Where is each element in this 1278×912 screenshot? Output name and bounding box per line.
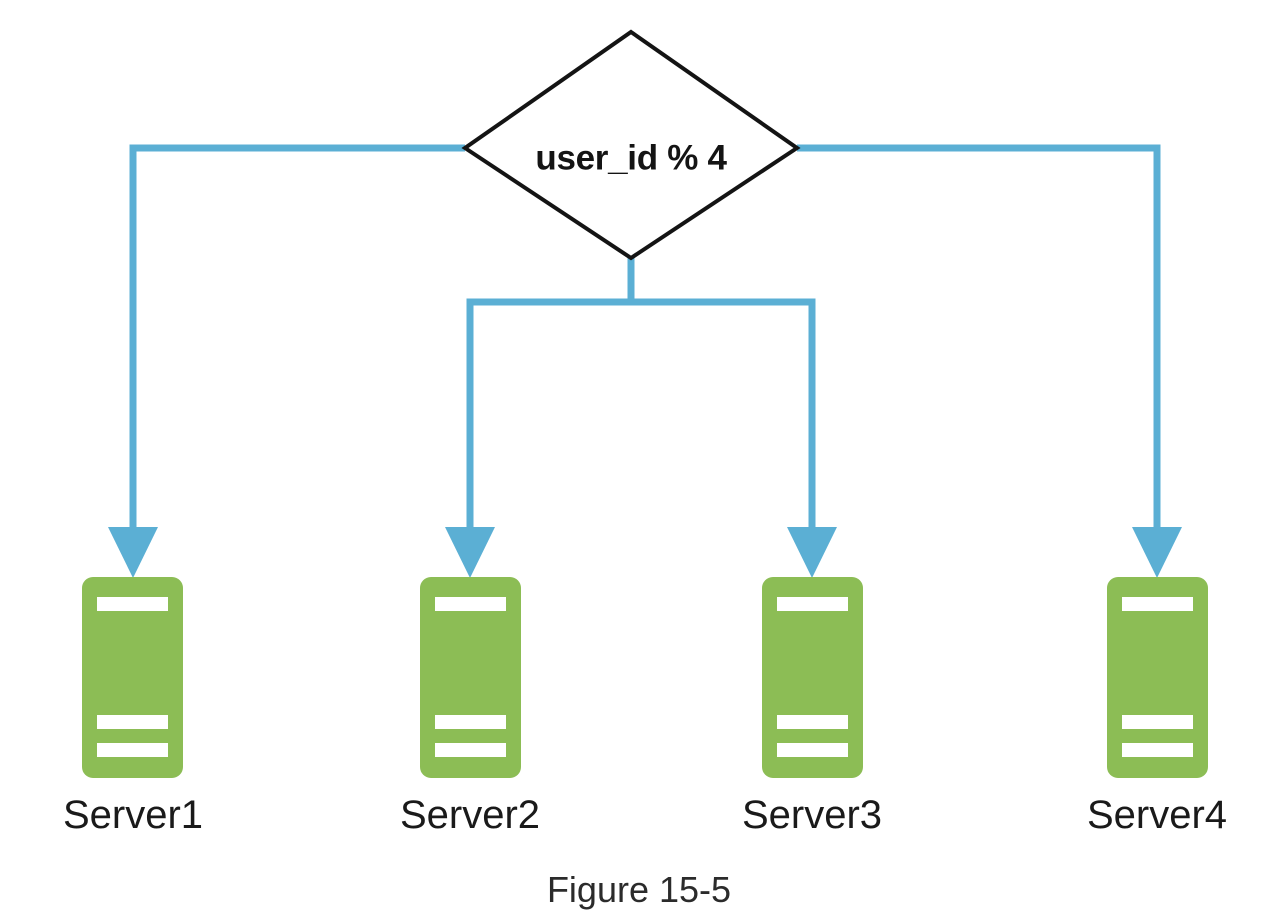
server-4-slot-top xyxy=(1122,597,1193,611)
connector-server2-path xyxy=(466,298,631,527)
decision-node-label: user_id % 4 xyxy=(535,138,727,177)
figure-caption: Figure 15-5 xyxy=(547,869,731,910)
server-1-slot-mid xyxy=(97,715,168,729)
server-2-slot-bottom xyxy=(435,743,506,757)
server-1-label: Server1 xyxy=(63,793,203,837)
connector-server3-path xyxy=(631,298,816,527)
connector-lines xyxy=(129,144,1161,527)
decision-node[interactable]: user_id % 4 xyxy=(461,29,801,261)
server-2-slot-top xyxy=(435,597,506,611)
server-2-label: Server2 xyxy=(400,793,540,837)
server-3-slot-bottom xyxy=(777,743,848,757)
arrowhead-server3-icon xyxy=(787,527,837,578)
server-4-label: Server4 xyxy=(1087,793,1227,837)
connector-server1-path xyxy=(129,144,465,527)
server-3-label: Server3 xyxy=(742,793,882,837)
decision-diamond-shape xyxy=(461,29,801,261)
server-node-2[interactable]: Server2 xyxy=(400,577,540,837)
connector-server4-path xyxy=(797,144,1161,527)
server-1-slot-top xyxy=(97,597,168,611)
server-3-slot-top xyxy=(777,597,848,611)
server-2-slot-mid xyxy=(435,715,506,729)
server-1-slot-bottom xyxy=(97,743,168,757)
arrowhead-server2-icon xyxy=(445,527,495,578)
server-node-1[interactable]: Server1 xyxy=(63,577,203,837)
server-node-3[interactable]: Server3 xyxy=(742,577,882,837)
server-node-4[interactable]: Server4 xyxy=(1087,577,1227,837)
arrowhead-server1-icon xyxy=(108,527,158,578)
server-3-slot-mid xyxy=(777,715,848,729)
connector-arrowheads xyxy=(108,527,1182,578)
server-4-slot-bottom xyxy=(1122,743,1193,757)
arrowhead-server4-icon xyxy=(1132,527,1182,578)
server-4-slot-mid xyxy=(1122,715,1193,729)
